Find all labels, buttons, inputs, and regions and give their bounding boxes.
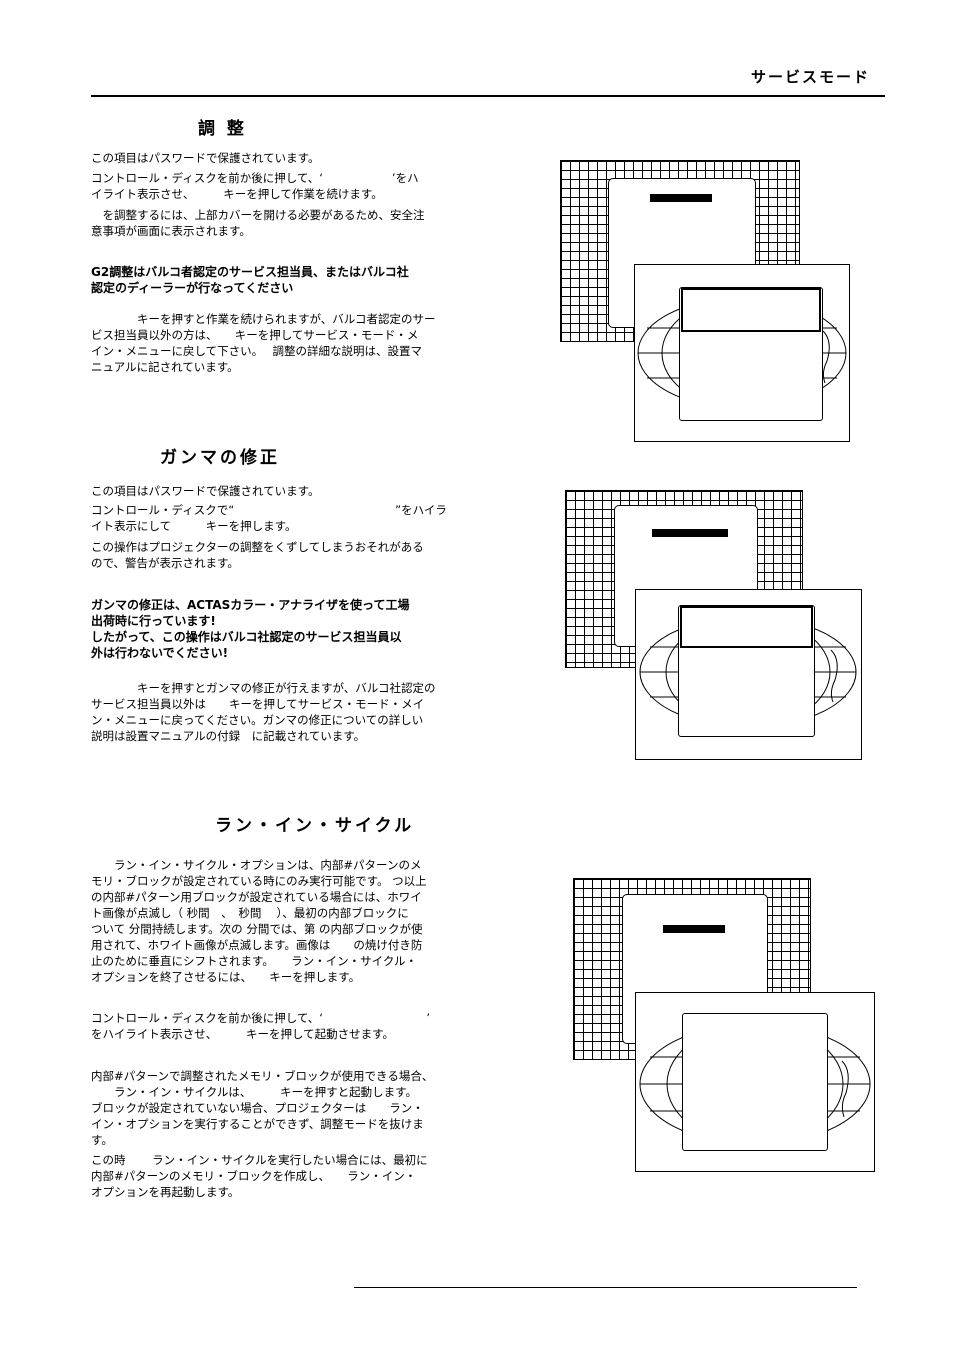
section-1-para-1: この項目はパスワードで保護されています。 [91, 151, 320, 165]
figure-3 [573, 878, 878, 1178]
header-rule [91, 95, 885, 97]
menu-title-bar [663, 925, 725, 933]
section-2-para-1: この項目はパスワードで保護されています。 [91, 484, 320, 498]
menu-highlight [681, 288, 821, 332]
menu-highlight [680, 606, 813, 648]
run-in-menu [682, 1013, 828, 1151]
section-2-para-4: キーを押すとガンマの修正が行えますが、バルコ社認定の サービス担当員以外は キー… [91, 681, 436, 743]
header-title: サービスモード [750, 68, 870, 86]
footer-rule [354, 1287, 857, 1288]
gamma-menu [678, 605, 815, 737]
screen-frame [635, 589, 862, 760]
section-title-adjust: 調 整 [198, 119, 247, 139]
section-1-para-4: キーを押すと作業を続けられますが、バルコ者認定のサー ビス担当員以外の方は、 キ… [91, 312, 436, 374]
section-3-para-2: コントロール・ディスクを前か後に押して、‘ ’ をハイライト表示させ、 キーを押… [91, 1011, 431, 1041]
screen-frame [635, 992, 875, 1172]
section-3-para-3: 内部#パターンで調整されたメモリ・ブロックが使用できる場合、 ラン・イン・サイク… [91, 1069, 434, 1147]
section-1-warning: G2調整はバルコ者認定のサービス担当員、またはバルコ社 認定のディーラーが行なっ… [91, 265, 409, 295]
section-title-run-in-cycle: ラン・イン・サイクル [215, 816, 415, 836]
menu-title-bar [652, 529, 728, 537]
screen-frame [634, 264, 850, 442]
section-3-para-1: ラン・イン・サイクル・オプションは、内部#パターンのメ モリ・ブロックが設定され… [91, 858, 427, 984]
section-2-para-3: この操作はプロジェクターの調整をくずしてしまうおそれがある ので、警告が表示され… [91, 540, 424, 570]
figure-2 [565, 490, 865, 765]
section-title-gamma: ガンマの修正 [160, 448, 280, 468]
section-2-para-2: コントロール・ディスクで“ ”をハイラ イト表示にして キーを押します。 [91, 503, 447, 533]
figure-1 [560, 160, 850, 445]
section-3-para-4: この時 ラン・イン・サイクルを実行したい場合には、最初に 内部#パターンのメモリ… [91, 1153, 428, 1199]
adjust-menu [679, 287, 823, 421]
section-1-para-3: を調整するには、上部カバーを開ける必要があるため、安全注 意事項が画面に表示され… [91, 208, 425, 238]
section-2-warning: ガンマの修正は、ACTASカラー・アナライザを使って工場 出荷時に行っています!… [91, 598, 410, 660]
section-1-para-2: コントロール・ディスクを前か後に押して、‘ ’をハ イライト表示させ、 キーを押… [91, 171, 419, 201]
menu-title-bar [650, 194, 712, 202]
